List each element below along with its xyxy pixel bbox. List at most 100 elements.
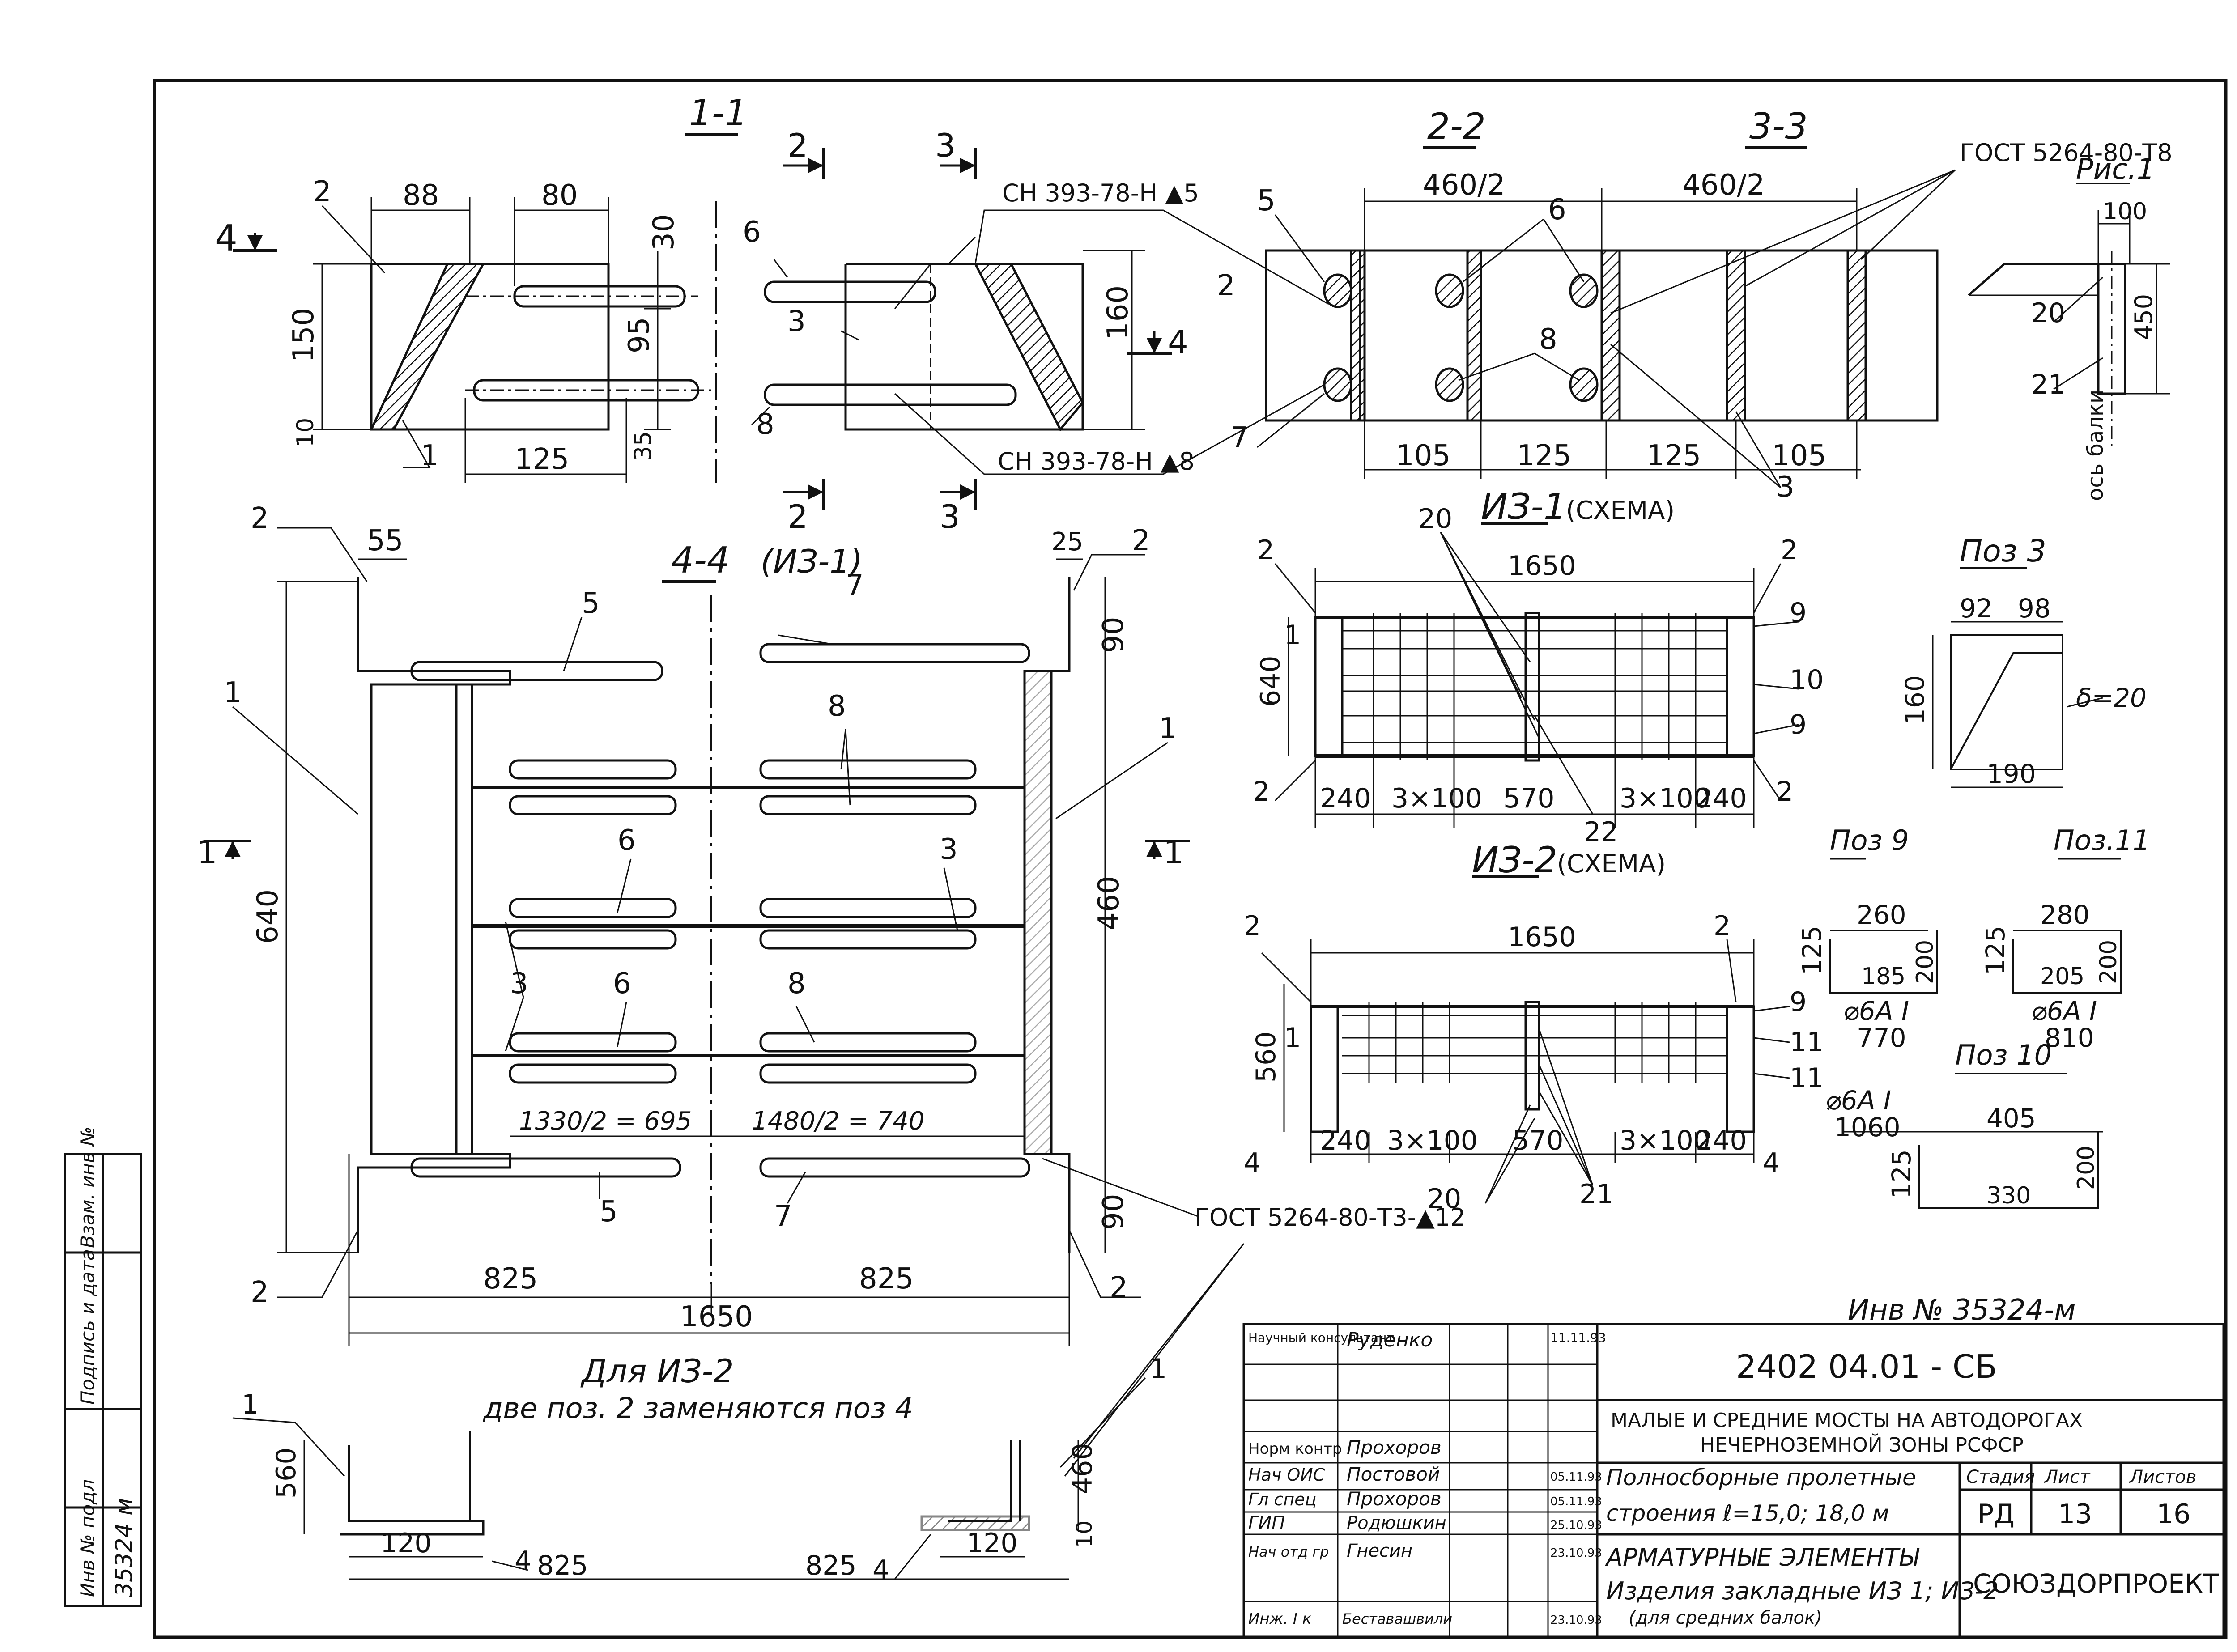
tb-sheets: 16 — [2156, 1499, 2190, 1530]
pos-3-left: 3 — [510, 967, 528, 1000]
tb-role-4: Гл спец — [1248, 1490, 1317, 1509]
dim-80: 80 — [541, 179, 578, 212]
note-iz2-line2: две поз. 2 заменяются поз 4 — [483, 1392, 913, 1425]
dim-100: 100 — [2103, 198, 2147, 225]
dim-35: 35 — [630, 431, 657, 461]
dim-125: 125 — [515, 443, 569, 476]
pos-11-iz2-b: 11 — [1790, 1062, 1824, 1094]
pos-21-iz2: 21 — [1579, 1179, 1613, 1210]
pos-2-bl: 2 — [251, 1276, 269, 1309]
tb-sheet-name3: (для средних балок) — [1629, 1608, 1822, 1628]
pos-8-upper: 8 — [828, 690, 846, 723]
section-4-4 — [206, 527, 1199, 1346]
dim-460-detail: 460 — [1067, 1443, 1098, 1494]
outer-frame — [153, 79, 2228, 1639]
pos-2-iz1-tl: 2 — [1257, 535, 1274, 566]
dim-150: 150 — [287, 308, 320, 362]
iz1-schema-title: ИЗ-1 — [1481, 486, 1566, 527]
pos-6-lower: 6 — [613, 967, 631, 1000]
dim-160-pos3: 160 — [1900, 675, 1930, 725]
note-iz2-line1: Для ИЗ-2 — [580, 1352, 734, 1390]
bar-11-spec: ⌀6А I — [2031, 996, 2097, 1026]
dim-200-pos10: 200 — [2073, 1146, 2100, 1190]
section-4-4-title: 4-4 — [671, 539, 730, 581]
dim-10: 10 — [292, 418, 319, 447]
iz2-schema — [1261, 875, 1790, 1204]
dim-205: 205 — [2040, 963, 2084, 990]
pos-9-iz1-bottom: 9 — [1790, 709, 1807, 740]
weld-callout-gost-t8: ГОСТ 5264-80-Т8 — [1960, 139, 2173, 167]
pos-2-br: 2 — [1110, 1271, 1128, 1304]
pos-2-iz2-l: 2 — [1244, 910, 1261, 942]
pos-1-left: 1 — [224, 676, 242, 709]
dim-125-pos11: 125 — [1980, 926, 2011, 975]
section-2-2-title: 2-2 — [1427, 106, 1486, 147]
tb-date-6: 23.10.93 — [1550, 1546, 1602, 1560]
tb-sheet: 13 — [2058, 1499, 2092, 1530]
section-4-4-subtitle: (ИЗ-1) — [761, 543, 863, 580]
pos-1-detail-right: 1 — [1150, 1353, 1167, 1384]
pos-21-label-fig: 21 — [2031, 369, 2065, 400]
dim-825-detail-left: 825 — [537, 1550, 588, 1581]
tb-name-7: Беставашвили — [1342, 1610, 1452, 1627]
figure-1-labels: Рис.1 100 450 20 21 ось балки — [2031, 153, 2158, 501]
section-1-1-labels: 1-1 88 80 30 150 95 10 125 35 2 1 4 — [215, 92, 748, 476]
tb-doc-code: 2402 04.01 - СБ — [1736, 1348, 1997, 1385]
dim-460: 460 — [1093, 876, 1126, 930]
thickness-20: δ=20 — [2076, 683, 2147, 713]
dim-3x100-iz2-right: 3×100 — [1620, 1125, 1710, 1156]
view-2-3-labels: 2 3 2 3 СН 393-78-Н ▲5 СН 393-78-Н ▲8 16… — [743, 127, 1199, 535]
cut-marker-3-bottom: 3 — [940, 498, 960, 535]
iz2-schema-labels: ИЗ-2 (СХЕМА) 1650 560 240 3×100 570 3×10… — [1244, 839, 1824, 1215]
bar-10-spec: ⌀6А I — [1825, 1085, 1891, 1116]
tb-sheet-name1: АРМАТУРНЫЕ ЭЛЕМЕНТЫ — [1605, 1543, 1920, 1571]
pos-1-detail-left: 1 — [242, 1389, 259, 1420]
pos-4-detail-left: 4 — [515, 1546, 532, 1577]
view-2-3 — [715, 148, 1329, 510]
dim-825-left: 825 — [483, 1262, 538, 1295]
section-marker-4: 4 — [215, 217, 238, 259]
pos-6-label: 6 — [743, 216, 761, 249]
section-4-4-labels: 4-4 (ИЗ-1) 55 25 90 90 640 460 1330/2 = … — [197, 502, 1465, 1425]
pos-2-label-b: 2 — [1217, 269, 1235, 302]
dim-240-iz2-left: 240 — [1320, 1125, 1371, 1156]
tb-sheet-label: Лист — [2044, 1467, 2091, 1487]
dim-90-bottom: 90 — [1097, 1194, 1130, 1230]
cut-marker-1-left: 1 — [197, 833, 217, 871]
pos-2-tr: 2 — [1132, 524, 1150, 557]
dim-560-iz2: 560 — [1250, 1031, 1282, 1083]
cut-marker-3-top: 3 — [935, 127, 956, 164]
dim-3x100-iz1-left: 3×100 — [1391, 783, 1482, 814]
pos-2-iz2-r: 2 — [1714, 910, 1731, 942]
tb-object-line1: Полносборные пролетные — [1606, 1465, 1916, 1491]
dim-570-iz2: 570 — [1512, 1125, 1564, 1156]
pos-20-iz1: 20 — [1418, 503, 1452, 535]
section-marker-4-right: 4 — [1168, 323, 1188, 361]
pos-1-iz2: 1 — [1284, 1022, 1301, 1053]
pos-4-iz2-r: 4 — [1763, 1147, 1780, 1179]
dim-260: 260 — [1857, 900, 1906, 930]
pos-9-iz2: 9 — [1790, 986, 1807, 1018]
weld-callout-sn5: СН 393-78-Н ▲5 — [1002, 179, 1199, 207]
title-block — [1242, 1323, 2225, 1639]
dim-825-right: 825 — [859, 1262, 914, 1295]
pos-5-bottom: 5 — [600, 1195, 618, 1228]
tb-sheets-label: Листов — [2129, 1467, 2196, 1487]
bar-9-length: 770 — [1857, 1023, 1906, 1053]
pos-2-iz1-bl: 2 — [1253, 776, 1270, 807]
pos-7-label: 7 — [1230, 421, 1249, 454]
dim-125-a: 125 — [1517, 439, 1571, 472]
dim-190: 190 — [1986, 759, 2036, 789]
tb-role-6: Нач отд гр — [1248, 1543, 1329, 1560]
iz2-schema-word: (СХЕМА) — [1557, 849, 1666, 879]
pos-10-detail-title: Поз 10 — [1955, 1039, 2052, 1071]
dim-105-right: 105 — [1772, 439, 1826, 472]
iz1-schema-word: (СХЕМА) — [1566, 496, 1675, 525]
bar-10-length: 1060 — [1834, 1112, 1901, 1142]
dim-240-iz1-right: 240 — [1696, 783, 1747, 814]
section-1-1 — [233, 133, 738, 483]
dim-1650: 1650 — [680, 1300, 753, 1333]
stamp-replace-label: Взам. инв № — [77, 1126, 98, 1248]
dim-25: 25 — [1051, 527, 1083, 556]
